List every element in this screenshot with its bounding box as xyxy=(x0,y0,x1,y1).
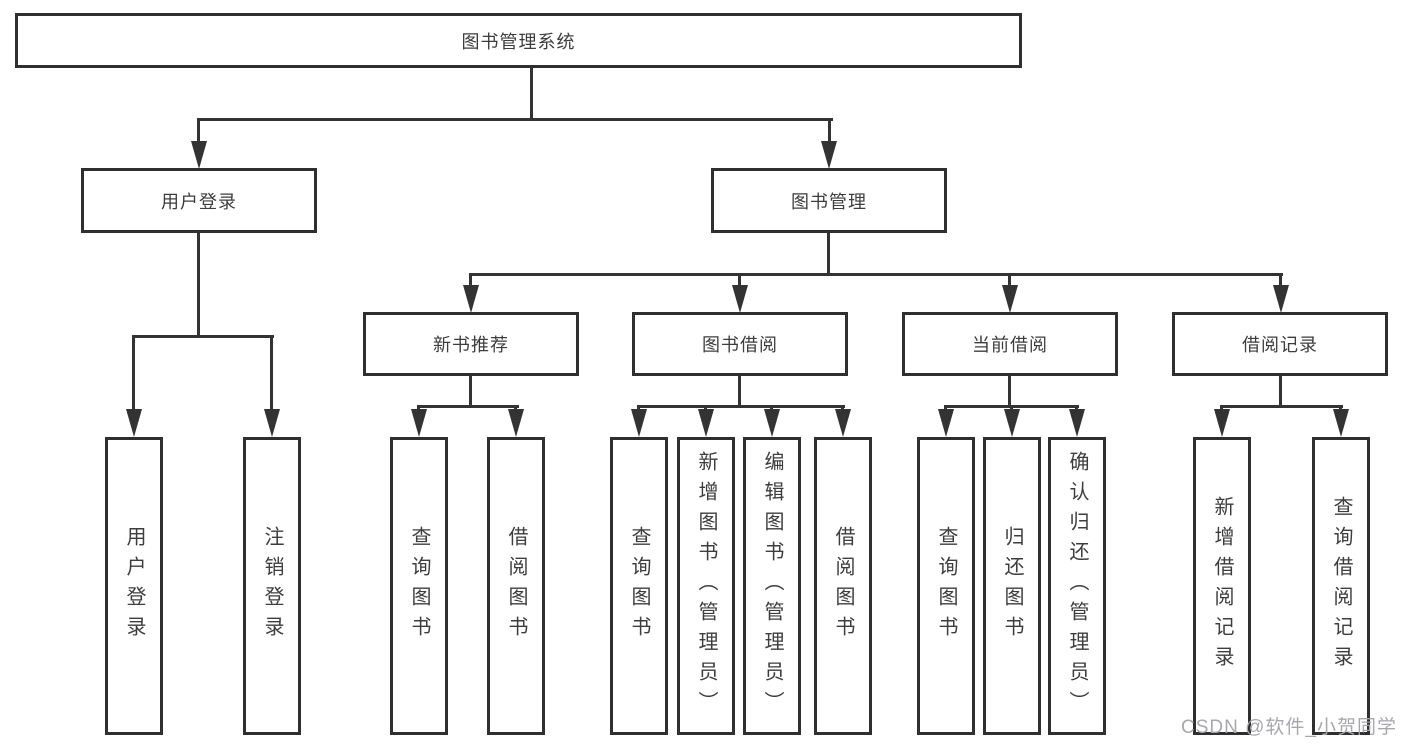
connector-line xyxy=(827,233,830,273)
connector-line xyxy=(637,405,845,408)
leaf-query-books-2: 查询图书 xyxy=(610,437,668,735)
leaf-return-books: 归还图书 xyxy=(983,437,1041,735)
arrowhead-down-icon xyxy=(1002,285,1018,313)
connector-line xyxy=(1220,405,1343,408)
leaf-edit-books-admin: 编辑图书（管理员） xyxy=(743,437,801,735)
connector-line xyxy=(469,273,1283,276)
node-borrowing-records: 借阅记录 xyxy=(1172,312,1388,376)
leaf-borrow-books-1: 借阅图书 xyxy=(487,437,545,735)
leaf-label: 新增借阅记录 xyxy=(1211,496,1233,676)
node-root-label: 图书管理系统 xyxy=(461,31,576,52)
leaf-add-books-admin: 新增图书（管理员） xyxy=(677,437,735,735)
connector-line xyxy=(1008,376,1011,405)
connector-line xyxy=(738,273,741,288)
leaf-label: 确认归还（管理员） xyxy=(1066,451,1088,721)
arrowhead-down-icon xyxy=(191,141,207,169)
arrowhead-down-icon xyxy=(264,409,280,437)
arrowhead-down-icon xyxy=(1333,409,1349,437)
leaf-query-books-1: 查询图书 xyxy=(390,437,448,735)
arrowhead-down-icon xyxy=(411,409,427,437)
leaf-label: 归还图书 xyxy=(1001,526,1023,646)
leaf-label: 查询图书 xyxy=(628,526,650,646)
leaf-label: 查询图书 xyxy=(408,526,430,646)
node-user-login: 用户登录 xyxy=(81,168,317,233)
connector-line xyxy=(417,405,519,408)
node-new-book-recommendation-label: 新书推荐 xyxy=(433,335,509,355)
leaf-borrow-books-2: 借阅图书 xyxy=(814,437,872,735)
connector-line xyxy=(132,335,274,338)
arrowhead-down-icon xyxy=(698,409,714,437)
leaf-label: 查询图书 xyxy=(935,526,957,646)
leaf-label: 用户登录 xyxy=(123,526,145,646)
arrowhead-down-icon xyxy=(126,409,142,437)
leaf-confirm-return-admin: 确认归还（管理员） xyxy=(1048,437,1106,735)
arrowhead-down-icon xyxy=(821,141,837,169)
connector-line xyxy=(1279,376,1282,405)
arrowhead-down-icon xyxy=(631,409,647,437)
leaf-label: 借阅图书 xyxy=(832,526,854,646)
leaf-label: 注销登录 xyxy=(261,526,283,646)
arrowhead-down-icon xyxy=(938,409,954,437)
connector-line xyxy=(1279,273,1282,288)
arrowhead-down-icon xyxy=(1214,409,1230,437)
connector-line xyxy=(197,118,200,145)
arrowhead-down-icon xyxy=(508,409,524,437)
node-book-borrowing-label: 图书借阅 xyxy=(702,335,778,355)
arrowhead-down-icon xyxy=(732,285,748,313)
connector-line xyxy=(1008,273,1011,288)
arrowhead-down-icon xyxy=(463,285,479,313)
node-book-management: 图书管理 xyxy=(711,168,947,233)
leaf-add-borrow-record: 新增借阅记录 xyxy=(1193,437,1251,735)
node-borrowing-records-label: 借阅记录 xyxy=(1242,335,1318,355)
leaf-query-borrow-record: 查询借阅记录 xyxy=(1312,437,1370,735)
connector-line xyxy=(828,118,831,145)
leaf-label: 借阅图书 xyxy=(505,526,527,646)
arrowhead-down-icon xyxy=(1069,409,1085,437)
node-user-login-label: 用户登录 xyxy=(161,191,237,212)
connector-line xyxy=(132,335,135,414)
connector-line xyxy=(270,335,273,414)
connector-line xyxy=(469,376,472,405)
connector-line xyxy=(197,233,200,335)
node-new-book-recommendation: 新书推荐 xyxy=(363,312,579,376)
connector-line xyxy=(738,376,741,405)
arrowhead-down-icon xyxy=(1273,285,1289,313)
node-current-borrowing: 当前借阅 xyxy=(902,312,1118,376)
node-book-borrowing: 图书借阅 xyxy=(632,312,848,376)
connector-line xyxy=(469,273,472,288)
connector-line xyxy=(530,68,533,118)
connector-line xyxy=(197,118,833,121)
node-root: 图书管理系统 xyxy=(15,13,1022,68)
arrowhead-down-icon xyxy=(835,409,851,437)
leaf-query-books-3: 查询图书 xyxy=(917,437,975,735)
arrowhead-down-icon xyxy=(1004,409,1020,437)
leaf-label: 新增图书（管理员） xyxy=(695,451,717,721)
leaf-label: 查询借阅记录 xyxy=(1330,496,1352,676)
arrowhead-down-icon xyxy=(764,409,780,437)
node-current-borrowing-label: 当前借阅 xyxy=(972,335,1048,355)
leaf-label: 编辑图书（管理员） xyxy=(761,451,783,721)
node-book-management-label: 图书管理 xyxy=(791,191,867,212)
leaf-logout: 注销登录 xyxy=(243,437,301,735)
csdn-watermark: CSDN @软件_小贺同学 xyxy=(1181,717,1397,738)
leaf-user-login: 用户登录 xyxy=(105,437,163,735)
